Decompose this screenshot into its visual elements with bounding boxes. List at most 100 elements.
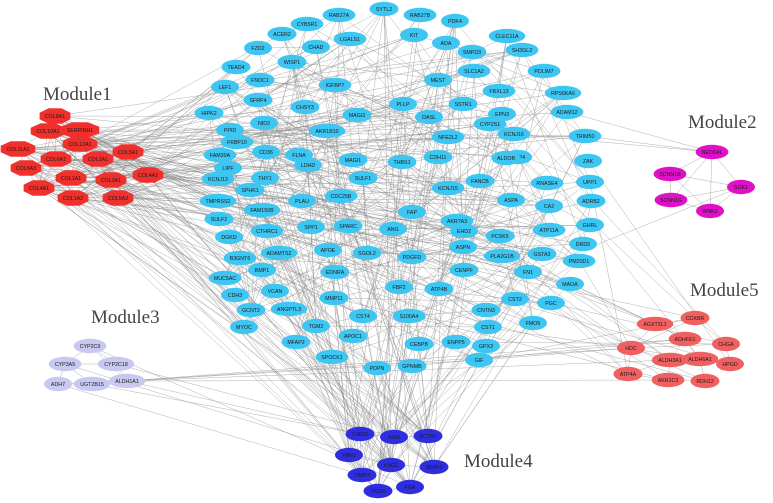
node-label: COL11A1 <box>7 147 30 153</box>
node-label: SCNN1B <box>659 172 681 178</box>
node-label: THBS1 <box>393 160 410 166</box>
edge-CEBPB-APOE <box>327 249 420 345</box>
edge-HIPK2-ENPP5 <box>208 112 457 343</box>
node-label: PDK4 <box>448 19 462 25</box>
edge-HDC-FN1 <box>527 271 632 349</box>
node-label: MAGI1 <box>345 158 362 164</box>
node-label: B3GNT6 <box>230 256 251 262</box>
edge-FBP2-EHD2 <box>398 230 465 288</box>
node-tead4: TEAD4 <box>221 59 251 75</box>
node-label: CDH3 <box>228 293 242 299</box>
edge-COL4A2-LGALS1 <box>147 38 351 176</box>
node-shape <box>488 28 526 44</box>
edge-COL6A3-ITGA5 <box>25 167 379 492</box>
node-shape <box>403 7 437 23</box>
node-label: SMPD3 <box>463 50 481 56</box>
edge-COL2A1-VCAN <box>97 158 276 292</box>
node-label: HDC <box>625 346 637 352</box>
node-label: ALDH3A1 <box>658 358 682 364</box>
node-akr1c3: AKR1C3 <box>651 372 685 388</box>
node-label: MYOC <box>236 325 252 331</box>
node-shape <box>95 172 127 188</box>
node-gif: GIF <box>465 352 493 368</box>
node-shape <box>397 358 427 374</box>
node-label: TEAD4 <box>227 65 244 71</box>
edge-ADAM12-ASPN <box>462 111 568 248</box>
node-cst2: CST2 <box>501 291 529 307</box>
node-sulf1: SULF1 <box>348 170 378 186</box>
edge-HDC-CHGA <box>630 343 727 349</box>
node-label: ADA <box>441 41 452 47</box>
node-shape <box>347 467 377 483</box>
node-shape <box>102 190 134 206</box>
node-label: COL1A2 <box>63 196 83 202</box>
edge-MYOC-MAGI1 <box>243 159 354 328</box>
node-shape <box>527 63 561 79</box>
edge-COL11A1-TRIM50 <box>17 135 586 150</box>
node-label: KNG1 <box>384 463 398 469</box>
node-pla2g1b: PLA2G1B <box>483 248 521 264</box>
node-kcnj13: KCNJ13 <box>201 171 235 187</box>
node-label: NID2 <box>258 121 270 127</box>
edge-KCNJ15-PLLP <box>402 103 449 189</box>
edge-LEF1-ASPN <box>224 86 464 248</box>
node-adam12: ADAM12 <box>550 104 584 120</box>
edge-AGXT2L1-FKBP10 <box>236 141 656 325</box>
node-label: AKR7A3 <box>447 219 467 225</box>
node-shape <box>290 99 320 115</box>
node-shape <box>550 104 584 120</box>
node-label: ALDH1A1 <box>115 379 139 385</box>
node-shape <box>270 301 308 317</box>
node-sytl2: SYTL2 <box>369 1 399 17</box>
node-label: KIT <box>410 33 419 39</box>
node-shape <box>576 193 606 209</box>
node-shape <box>397 249 427 265</box>
node-shape <box>450 223 478 239</box>
edge-PDGFD-AQP4 <box>411 156 519 258</box>
node-shape <box>519 315 547 331</box>
node-label: CYP2C18 <box>104 362 128 368</box>
edge-ATP4A-PGC <box>550 302 629 375</box>
node-label: TRIM50 <box>576 134 595 140</box>
node-akr1b10: AKR1B10 <box>308 123 346 139</box>
node-shape <box>695 144 729 160</box>
node-label: FBP2 <box>392 285 405 291</box>
node-shape <box>537 295 565 311</box>
node-lef1: LEF1 <box>211 79 239 95</box>
node-shape <box>244 40 272 56</box>
node-acer2: ACER2 <box>267 26 297 42</box>
node-col11a1: COL11A1 <box>0 141 36 157</box>
node-thy1: THY1 <box>251 170 279 186</box>
node-label: SFRP4 <box>249 98 266 104</box>
node-label: MFAP2 <box>287 340 304 346</box>
edge-COL8A1-EDNRA <box>54 115 336 273</box>
node-label: CTHRC1 <box>256 229 278 235</box>
node-shape <box>314 242 342 258</box>
node-label: COL3A1 <box>101 178 121 184</box>
node-label: FAM20A <box>210 153 231 159</box>
node-label: MMP11 <box>325 296 343 302</box>
edge-TGM2-SFRP4 <box>257 99 317 327</box>
node-shape <box>448 96 478 112</box>
edge-WISP1-NFE2L2 <box>291 61 449 138</box>
node-shape <box>97 356 135 372</box>
edge-PCSK5-LGALS1 <box>349 38 501 237</box>
node-label: SPHK1 <box>241 188 258 194</box>
edge-B3GNT6-GCNT2 <box>239 257 252 311</box>
edge-COL2A1-SEPP1 <box>97 158 435 468</box>
node-label: ADH7 <box>51 382 65 388</box>
node-shape <box>653 166 687 182</box>
node-clec11a: CLEC11A <box>488 28 526 44</box>
node-label: GPNMB <box>402 364 422 370</box>
node-label: BGN <box>388 435 400 441</box>
node-fbp2: FBP2 <box>385 279 413 295</box>
node-shape <box>668 331 702 347</box>
node-bgn: BGN <box>380 429 408 445</box>
node-lgals1: LGALS1 <box>333 31 367 47</box>
node-kcnj15: KCNJ15 <box>431 180 465 196</box>
node-shape <box>424 72 452 88</box>
node-shape <box>44 376 72 392</box>
edge-COL6A1-FANCB <box>55 158 481 182</box>
edge-CST1-SPARC <box>347 225 489 328</box>
node-label: CENPF <box>455 268 474 274</box>
